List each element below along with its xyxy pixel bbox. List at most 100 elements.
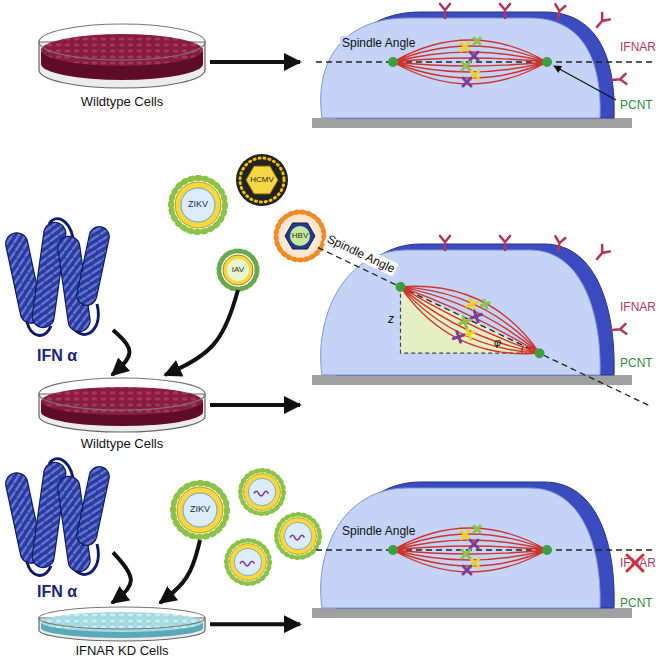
mitotic-cell-label: z <box>388 312 394 326</box>
flow-arrow <box>160 540 200 603</box>
virus-particle-label: IAV <box>232 265 244 275</box>
cell-drawing <box>553 236 565 252</box>
petri-dish: Wildtype Cells <box>35 20 210 112</box>
virus-particle-label: HBV <box>292 231 308 241</box>
iav-drawing <box>219 251 257 289</box>
zikv-drawing <box>240 561 254 566</box>
zikv-drawing <box>240 470 283 513</box>
cell-drawing <box>500 4 510 18</box>
mitotic-cell: Spindle Angle z φ IFNAR PCNT <box>300 225 662 412</box>
cell-drawing <box>440 4 450 18</box>
petri-dish: IFNAR KD Cells <box>35 603 210 661</box>
cell-drawing <box>316 549 656 550</box>
cell-drawing <box>312 608 632 618</box>
petri-dish-drawing <box>39 378 205 410</box>
virus-particle: IAV <box>218 250 258 290</box>
mitotic-cell-label: PCNT <box>620 98 653 112</box>
cell-drawing <box>593 245 610 262</box>
flow-arrow <box>210 622 300 626</box>
ifn-drawing <box>4 459 111 576</box>
cell-drawing <box>312 375 632 385</box>
flow-arrow <box>210 403 300 407</box>
cell-drawing <box>386 263 555 377</box>
petri-dish-drawing <box>39 24 205 88</box>
petri-dish-label: IFNAR KD Cells <box>75 643 168 659</box>
mitotic-cell-label: PCNT <box>620 356 653 370</box>
cell-drawing <box>612 74 627 85</box>
mitotic-cell-label: IFNAR <box>620 556 656 570</box>
petri-dish: Wildtype Cells <box>35 375 210 454</box>
ifn-protein: IFN α <box>3 454 113 603</box>
iav-drawing <box>219 251 257 289</box>
petri-dish-drawing <box>41 387 203 415</box>
mitotic-cell: Spindle AngleIFNAR PCNT <box>300 480 662 640</box>
petri-dish-drawing <box>39 24 205 60</box>
cell-drawing <box>553 4 565 20</box>
virus-particle: HCMV <box>236 154 288 206</box>
mitotic-cell-label: PCNT <box>620 596 653 610</box>
zikv-drawing <box>226 540 269 583</box>
zikv-drawing <box>276 514 319 557</box>
zikv-drawing <box>171 178 225 232</box>
mitotic-cell-label: Spindle Angle <box>323 230 399 276</box>
zikv-drawing <box>290 535 304 540</box>
petri-dish-drawing <box>39 607 205 641</box>
petri-dish-drawing <box>39 378 205 432</box>
flow-arrow <box>112 330 130 375</box>
ifn-drawing <box>4 219 111 336</box>
virus-particle: HBV <box>275 211 325 261</box>
mitotic-cell-label: Spindle Angle <box>340 524 417 538</box>
ifn-protein-label: IFN α <box>37 346 77 365</box>
zikv-drawing <box>171 178 225 232</box>
cell-drawing <box>312 482 656 618</box>
connectors <box>112 62 300 624</box>
ifn-protein-label: IFN α <box>37 582 77 601</box>
hbv-drawing <box>276 212 324 260</box>
flow-arrow <box>165 290 238 375</box>
cell-drawing <box>312 4 656 128</box>
hbv-drawing <box>276 212 324 260</box>
petri-dish-label: Wildtype Cells <box>81 94 163 110</box>
mitotic-cell-label: φ <box>494 336 501 349</box>
petri-dish-drawing <box>41 34 203 66</box>
virus-particle: ZIKV <box>168 175 228 235</box>
mitotic-cell-label: IFNAR <box>620 40 656 54</box>
ifn-drawing <box>4 459 111 576</box>
virus-particle: ZIKV <box>170 480 230 540</box>
virus-particle-label: HCMV <box>250 175 274 185</box>
virus-particle-label: ZIKV <box>188 199 208 210</box>
zikv-drawing <box>173 470 320 583</box>
zikv-drawing <box>240 470 283 513</box>
cell-drawing <box>500 236 510 250</box>
cell-drawing <box>321 488 600 608</box>
hbv-drawing <box>285 223 315 249</box>
zikv-drawing <box>254 491 268 496</box>
hcmv-drawing <box>236 154 288 206</box>
cell-drawing <box>312 118 632 128</box>
cell-drawing <box>316 61 656 62</box>
ifn-protein: IFN α <box>3 214 113 368</box>
hbv-drawing <box>290 226 310 246</box>
ifn-drawing <box>4 219 111 336</box>
cell-drawing <box>612 324 627 335</box>
cell-drawing <box>440 236 450 250</box>
hcmv-drawing <box>246 166 278 194</box>
iav-drawing <box>223 255 253 285</box>
mitotic-cell-label: IFNAR <box>620 300 656 314</box>
cell-drawing <box>593 13 610 30</box>
zikv-drawing <box>173 483 227 537</box>
zikv-drawing <box>276 514 319 557</box>
mitotic-cell-label: Spindle Angle <box>340 36 417 50</box>
hcmv-drawing <box>236 154 288 206</box>
cell-drawing <box>554 66 616 100</box>
zikv-drawing <box>226 540 269 583</box>
hcmv-drawing <box>240 158 284 202</box>
cell-drawing <box>318 248 650 406</box>
mitotic-cell: Spindle Angle IFNAR PCNT <box>300 2 662 130</box>
petri-dish-drawing <box>39 607 205 629</box>
flow-arrow <box>210 60 300 64</box>
petri-dish-label: Wildtype Cells <box>81 436 163 452</box>
iav-drawing <box>227 259 249 281</box>
